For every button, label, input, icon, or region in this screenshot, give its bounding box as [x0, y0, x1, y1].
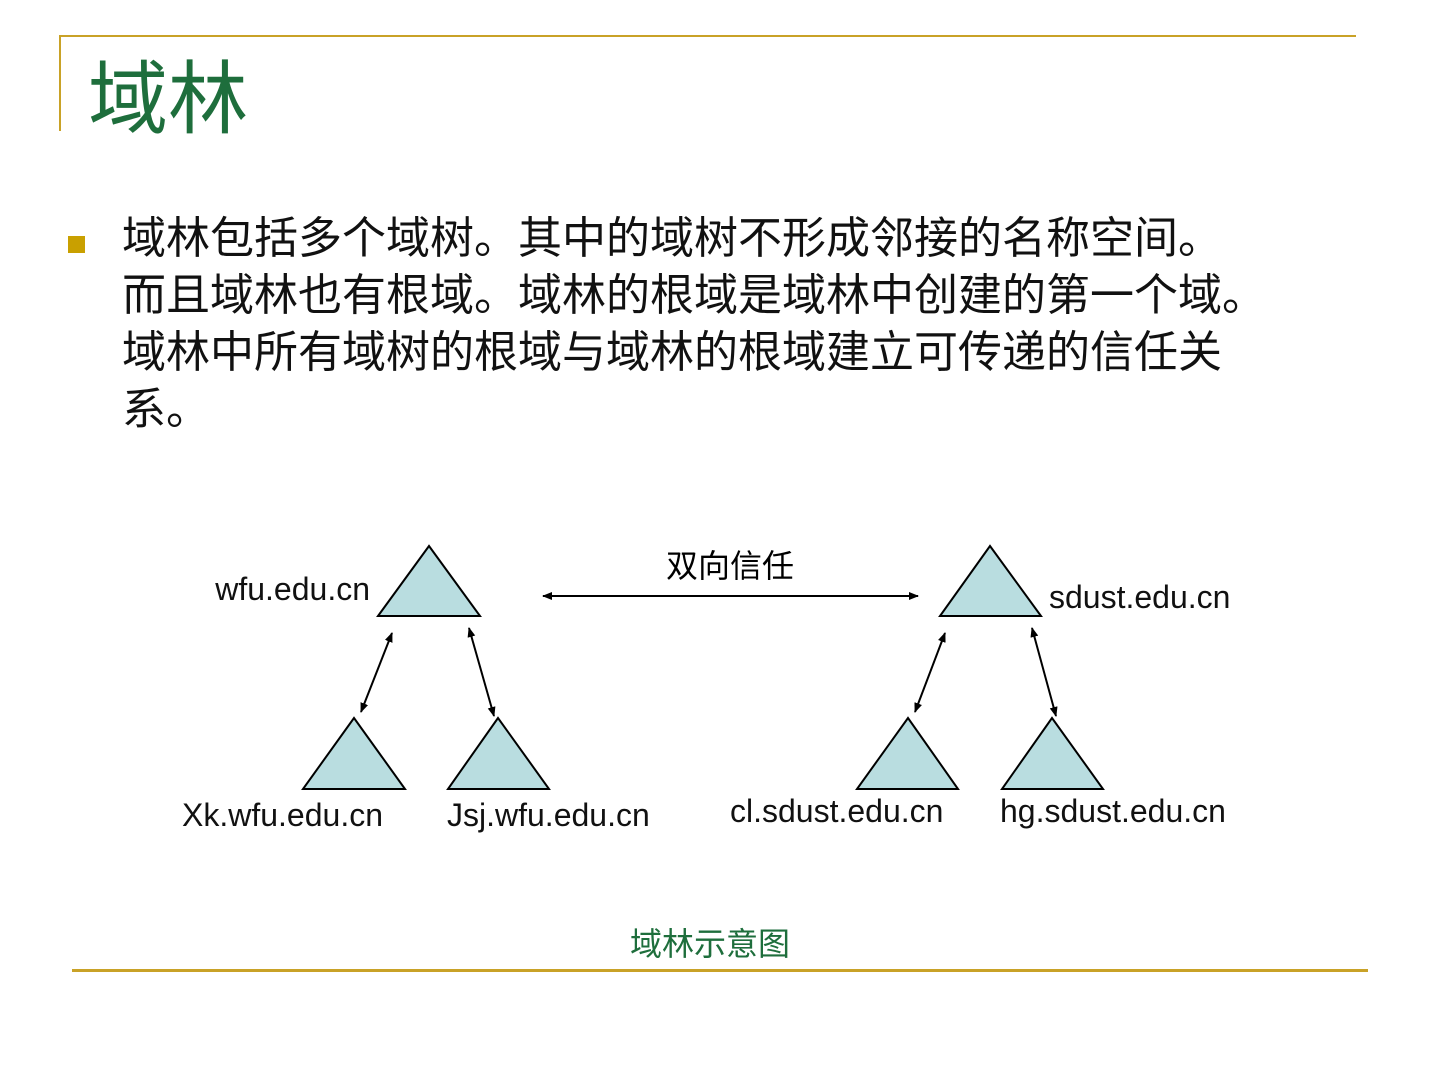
bullet-icon — [68, 236, 85, 253]
trust-label: 双向信任 — [666, 547, 794, 585]
child-label: Jsj.wfu.edu.cn — [447, 797, 650, 833]
body-line: 而且域林也有根域。域林的根域是域林中创建的第一个域。 — [122, 270, 1266, 321]
diagram-caption: 域林示意图 — [630, 925, 790, 963]
top-rule — [60, 35, 1356, 37]
slide-title: 域林 — [88, 53, 248, 146]
tree-triangle-xk — [301, 716, 407, 790]
child-label: cl.sdust.edu.cn — [730, 793, 943, 829]
tree-triangle-sdust — [938, 544, 1043, 617]
tree-triangle-cl — [855, 716, 960, 790]
bottom-rule — [72, 969, 1368, 972]
tree-triangle-jsj — [446, 716, 551, 790]
tree-triangle-hg — [1000, 716, 1105, 790]
trust-arrow — [360, 632, 393, 713]
child-label: Xk.wfu.edu.cn — [182, 797, 383, 833]
slide-body: 域林包括多个域树。其中的域树不形成邻接的名称空间。 而且域林也有根域。域林的根域… — [122, 210, 1266, 438]
trust-arrow — [914, 632, 946, 713]
body-line: 域林中所有域树的根域与域林的根域建立可传递的信任关 — [122, 327, 1222, 378]
trust-arrow — [1030, 627, 1058, 717]
left-rule — [59, 35, 61, 131]
child-label: hg.sdust.edu.cn — [1000, 793, 1226, 829]
trust-arrow — [467, 627, 496, 717]
tree-triangle-wfu — [376, 544, 482, 617]
root-label-wfu: wfu.edu.cn — [214, 571, 370, 607]
body-line: 系。 — [122, 384, 210, 435]
body-line: 域林包括多个域树。其中的域树不形成邻接的名称空间。 — [122, 213, 1222, 264]
root-label-sdust: sdust.edu.cn — [1049, 579, 1230, 615]
